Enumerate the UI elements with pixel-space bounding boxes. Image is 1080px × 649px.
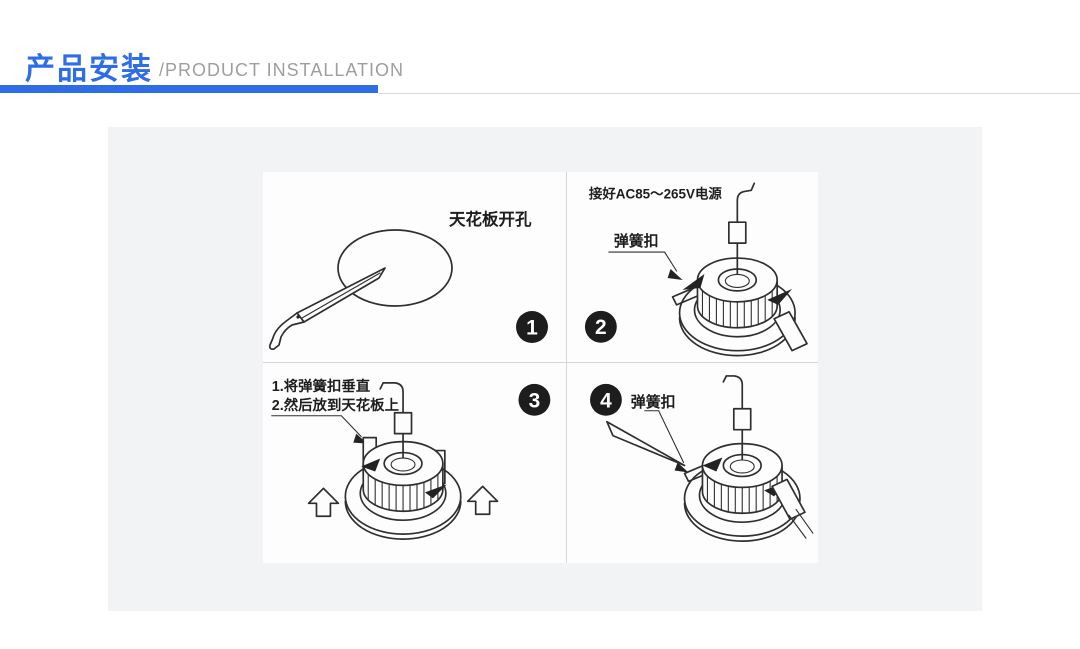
instruction-line-1: 1.将弹簧扣垂直 [272,377,371,395]
downlight-illustration [683,375,801,542]
spring-clip-label: 弹簧扣 [614,232,659,250]
ceiling-hole-label: 天花板开孔 [449,209,532,229]
insert-into-ceiling-illustration: 1.将弹簧扣垂直 2.然后放到天花板上 [271,377,551,540]
ceiling-hole-ellipse [337,229,453,307]
instruction-line-2: 2.然后放到天花板上 [272,396,399,414]
long-pointer-arrow [606,420,686,467]
power-label: 接好AC85～265V电源 [589,185,722,201]
step-4-badge: 4 [590,383,622,416]
step-2-badge: 2 [584,310,617,343]
spring-arrow-left [361,458,381,472]
leader-line [608,251,683,280]
heatsink-fins [701,290,773,329]
downlight-illustration [344,382,462,540]
up-arrow-icon [307,487,340,518]
installation-stage: 天花板开孔 1 接好AC85～265V电源 弹簧扣 [108,127,982,611]
spring-arrow-right [767,288,793,305]
page-subtitle: /PRODUCT INSTALLATION [159,60,405,80]
svg-text:3: 3 [529,389,541,412]
step-1-badge: 1 [516,311,548,343]
spring-clip-label: 弹簧扣 [631,393,676,411]
up-arrow-icon [466,485,499,516]
panel-divider-vertical [566,172,567,563]
connect-power-illustration: 接好AC85～265V电源 弹簧扣 [584,182,808,357]
power-wire [728,182,756,275]
panel-divider-horizontal [263,362,818,363]
svg-text:2: 2 [595,316,607,339]
panel-step-3: 1.将弹簧扣垂直 2.然后放到天花板上 [263,363,566,563]
step-3-badge: 3 [518,383,551,416]
spring-arrow-left [702,457,723,472]
panel-step-4: 弹簧扣 [567,363,818,563]
svg-text:1: 1 [526,317,538,340]
leader-line [271,415,368,444]
leader-line [644,410,689,473]
power-wire [379,382,413,459]
accent-underline-bar [0,85,378,93]
svg-text:4: 4 [600,389,612,412]
divider-rule [378,93,1080,94]
section-header: 产品安装 /PRODUCT INSTALLATION [0,0,1080,100]
power-wire [722,375,752,461]
spring-arrow-right [424,484,447,499]
spring-arrow-left [682,273,705,290]
page-title: 产品安装 [25,53,153,86]
downlight-illustration [678,182,796,357]
panel-step-1: 天花板开孔 1 [263,172,566,362]
spring-clip-paddle-right [771,478,814,539]
heatsink-fins [367,473,439,512]
ceiling-cutout-illustration: 天花板开孔 1 [268,209,548,351]
spring-clip-paddle-right [773,310,808,352]
knife-icon [268,267,386,351]
clip-lock-illustration: 弹簧扣 [590,375,814,542]
panel-step-2: 接好AC85～265V电源 弹簧扣 [567,172,818,362]
installation-diagram-card: 天花板开孔 1 接好AC85～265V电源 弹簧扣 [263,172,818,563]
